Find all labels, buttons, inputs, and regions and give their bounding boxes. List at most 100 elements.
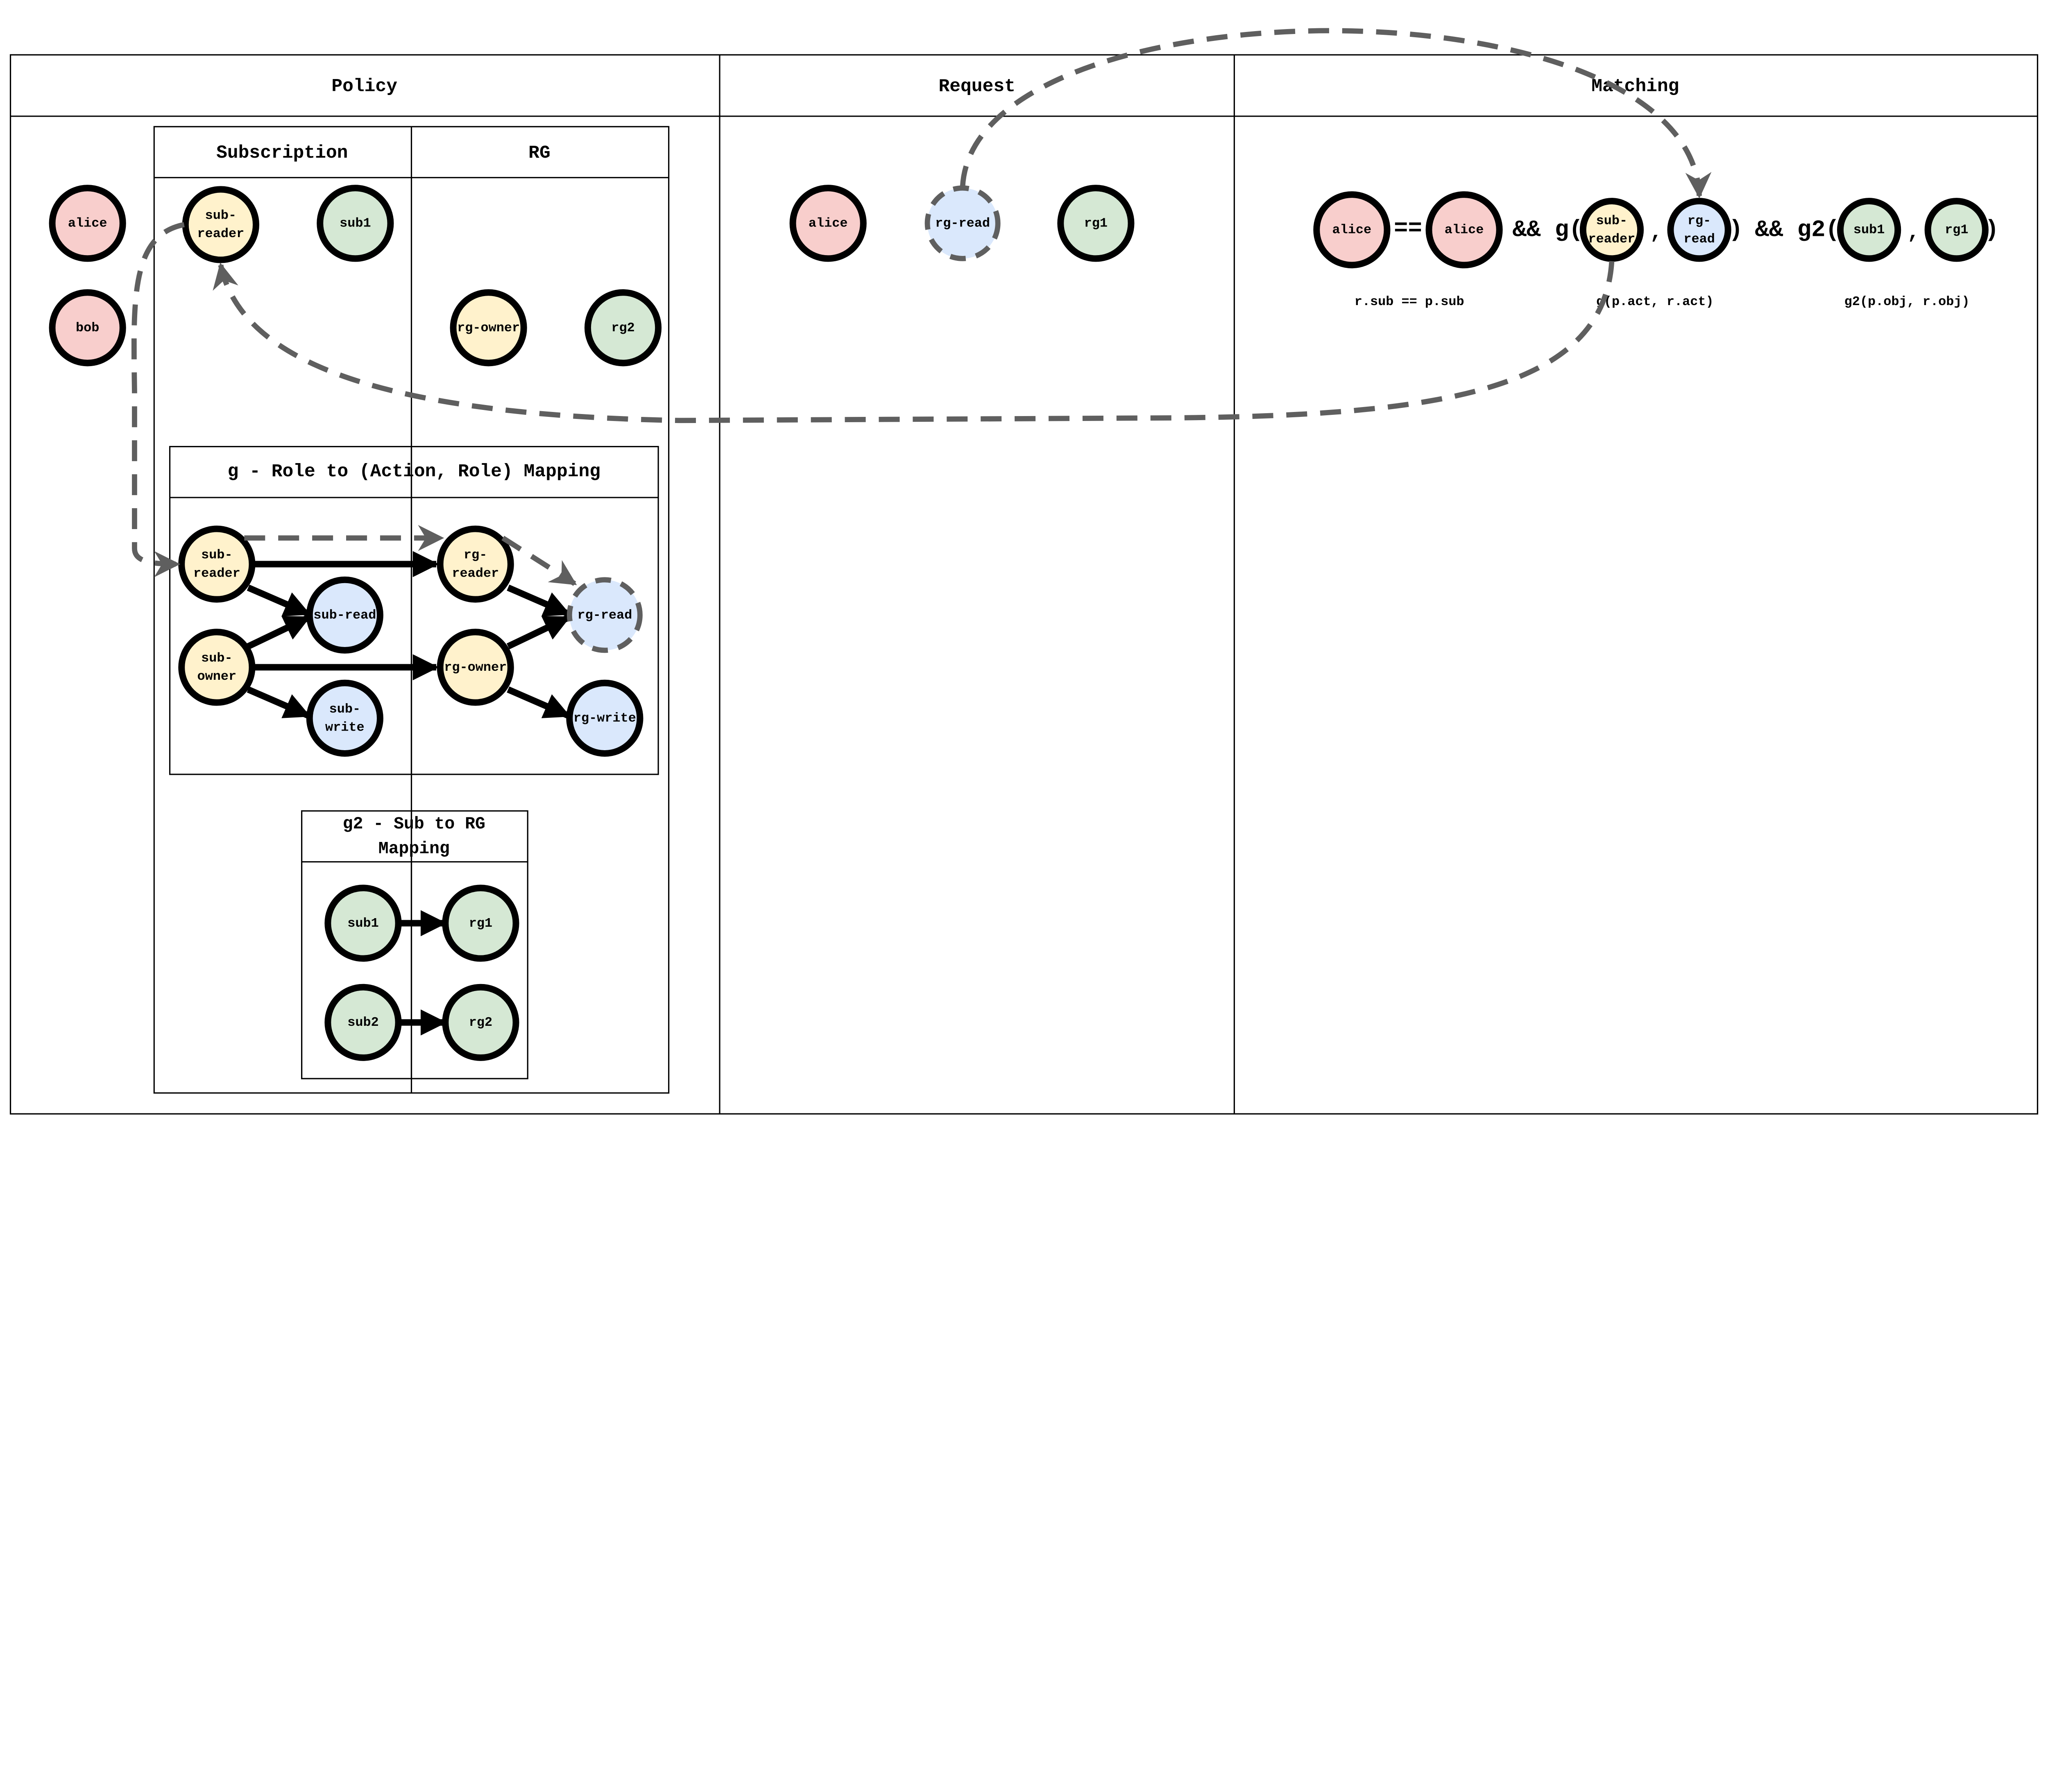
- svg-text:sub-: sub-: [329, 701, 361, 717]
- match-node-sub-reader[interactable]: sub-reader: [1579, 198, 1644, 262]
- policy-header: Policy: [331, 76, 397, 97]
- matching-header: Matching: [1591, 76, 1679, 97]
- label-g-match: g(p.act, r.act): [1596, 294, 1714, 309]
- edge-rg-reader-rg-read: [507, 584, 571, 617]
- label-g2-match: g2(p.obj, r.obj): [1844, 294, 1970, 309]
- node-rg2[interactable]: rg2: [584, 289, 662, 367]
- svg-text:alice: alice: [809, 216, 848, 231]
- flow-match-to-policy: [213, 261, 1615, 423]
- and-g2-operator: && g2(: [1755, 217, 1840, 243]
- svg-text:sub-: sub-: [1596, 213, 1628, 228]
- g-edges: [247, 551, 571, 1036]
- svg-text:rg2: rg2: [611, 320, 634, 335]
- request-header: Request: [938, 76, 1015, 97]
- svg-text:rg1: rg1: [1945, 222, 1968, 238]
- edge-sub-owner-sub-write: [247, 686, 311, 719]
- match-node-rg1[interactable]: rg1: [1924, 198, 1989, 262]
- svg-text:read: read: [1683, 231, 1715, 247]
- flow-rg-reader-to-rg-read: [501, 536, 577, 586]
- comma: ,: [1650, 221, 1663, 244]
- svg-text:sub1: sub1: [347, 916, 379, 931]
- svg-text:sub-: sub-: [201, 548, 233, 563]
- svg-text:reader: reader: [193, 566, 240, 581]
- svg-text:alice: alice: [1445, 222, 1484, 238]
- dashed-flows: [131, 28, 1712, 586]
- g-node-sub-write[interactable]: sub-write: [306, 679, 383, 757]
- eq-operator: ==: [1394, 215, 1422, 242]
- g-node-rg-read[interactable]: rg-read: [566, 577, 643, 653]
- svg-text:sub1: sub1: [340, 216, 371, 231]
- g2-node-rg2[interactable]: rg2: [442, 984, 519, 1061]
- svg-text:sub-read: sub-read: [313, 607, 376, 622]
- svg-text:reader: reader: [452, 566, 499, 581]
- svg-text:write: write: [325, 720, 365, 735]
- g-node-sub-reader[interactable]: sub-reader: [178, 525, 256, 603]
- label-sub-match: r.sub == p.sub: [1355, 294, 1464, 309]
- flow-request-to-match: [960, 28, 1712, 199]
- svg-text:alice: alice: [1332, 222, 1372, 238]
- edge-rg-owner-rg-write: [507, 686, 571, 719]
- rg-header: RG: [528, 143, 551, 163]
- svg-text:rg-write: rg-write: [573, 710, 636, 726]
- edge-rg-owner-rg-read: [506, 615, 571, 649]
- g2-node-sub1[interactable]: sub1: [324, 885, 402, 962]
- casbin-diagram: Policy Request Matching Subscription RG …: [9, 28, 2039, 1115]
- svg-text:rg-: rg-: [1688, 213, 1711, 228]
- svg-text:sub2: sub2: [347, 1015, 379, 1030]
- svg-text:bob: bob: [76, 320, 99, 335]
- match-node-rg-read[interactable]: rg-read: [1667, 198, 1731, 262]
- svg-text:rg-read: rg-read: [935, 216, 990, 231]
- g2-mapping-box: g2 - Sub to RG Mapping: [301, 810, 528, 1079]
- g-node-rg-owner[interactable]: rg-owner: [437, 629, 514, 706]
- g-node-sub-read[interactable]: sub-read: [306, 576, 383, 654]
- svg-text:owner: owner: [197, 669, 237, 684]
- and-g-operator: && g(: [1513, 217, 1583, 243]
- svg-text:sub1: sub1: [1853, 222, 1885, 238]
- close-paren: ): [1729, 217, 1743, 243]
- node-alice[interactable]: alice: [49, 185, 126, 262]
- flow-policy-to-g: [131, 222, 185, 577]
- request-node-alice[interactable]: alice: [789, 185, 867, 262]
- svg-text:rg1: rg1: [1084, 216, 1108, 231]
- match-node-sub1[interactable]: sub1: [1837, 198, 1901, 262]
- node-bob[interactable]: bob: [49, 289, 126, 367]
- outer-table: Policy Request Matching: [9, 54, 2039, 1115]
- g2-box-title-line1: g2 - Sub to RG: [343, 815, 485, 834]
- g2-nodes: sub1 rg1 sub2 rg2: [324, 885, 519, 1061]
- request-node-rg-read[interactable]: rg-read: [924, 185, 1001, 261]
- g2-node-sub2[interactable]: sub2: [324, 984, 402, 1061]
- svg-text:sub-: sub-: [201, 651, 233, 666]
- svg-text:rg-owner: rg-owner: [444, 660, 507, 675]
- g-node-rg-write[interactable]: rg-write: [566, 679, 643, 757]
- svg-text:reader: reader: [197, 226, 245, 241]
- request-node-rg1[interactable]: rg1: [1057, 185, 1135, 262]
- node-sub1[interactable]: sub1: [317, 185, 394, 262]
- svg-text:rg1: rg1: [469, 916, 492, 931]
- close-paren-2: ): [1985, 217, 1999, 243]
- svg-text:rg-: rg-: [464, 548, 487, 563]
- edge-sub-reader-sub-read: [247, 584, 311, 617]
- match-node-alice-right[interactable]: alice: [1425, 191, 1503, 269]
- g2-node-rg1[interactable]: rg1: [442, 885, 519, 962]
- matching-expression: alice == alice && g( sub-reader , rg-rea…: [1313, 191, 1999, 309]
- subscription-header: Subscription: [216, 143, 348, 163]
- svg-text:sub-: sub-: [205, 208, 237, 223]
- svg-text:rg-read: rg-read: [577, 607, 632, 622]
- svg-text:reader: reader: [1588, 231, 1636, 247]
- svg-text:alice: alice: [68, 216, 107, 231]
- g-nodes: sub-reader sub-owner sub-read sub-write …: [178, 525, 643, 757]
- svg-text:rg-owner: rg-owner: [457, 320, 520, 335]
- svg-text:rg2: rg2: [469, 1015, 492, 1030]
- node-rg-owner[interactable]: rg-owner: [450, 289, 527, 367]
- g2-box-title-line2: Mapping: [378, 839, 450, 859]
- g-box-title: g - Role to (Action, Role) Mapping: [228, 462, 601, 482]
- g-node-sub-owner[interactable]: sub-owner: [178, 629, 256, 706]
- comma-2: ,: [1907, 221, 1920, 244]
- g-node-rg-reader[interactable]: rg-reader: [437, 525, 514, 603]
- match-node-alice-left[interactable]: alice: [1313, 191, 1391, 269]
- request-nodes: alice rg-read rg1: [789, 185, 1135, 262]
- edge-sub-owner-sub-read: [247, 615, 311, 649]
- g-mapping-box: g - Role to (Action, Role) Mapping: [169, 446, 659, 775]
- policy-nodes: alice bob sub-reader sub1 rg-owner rg2: [49, 185, 662, 367]
- node-sub-reader[interactable]: sub-reader: [182, 186, 259, 263]
